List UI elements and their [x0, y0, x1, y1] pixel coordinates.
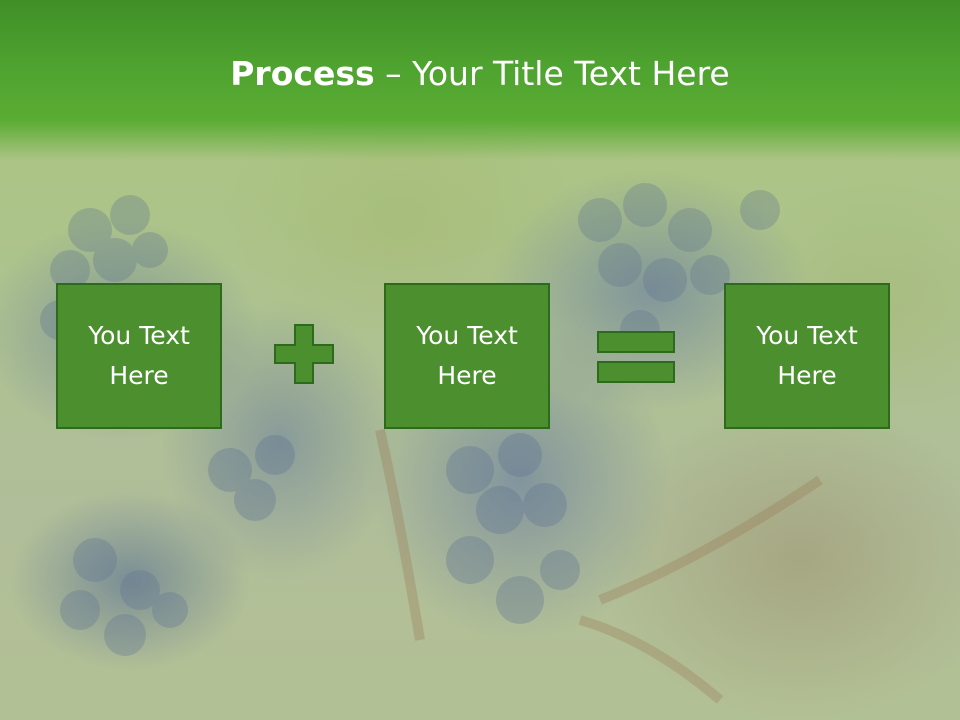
title-bar — [0, 0, 960, 160]
plus-icon — [274, 324, 334, 384]
equals-icon — [597, 331, 675, 383]
process-box-3: You Text Here — [724, 283, 890, 429]
title-rest: – Your Title Text Here — [374, 54, 730, 93]
title-bold: Process — [230, 54, 375, 93]
slide-title: Process – Your Title Text Here — [0, 52, 960, 96]
process-box-1: You Text Here — [56, 283, 222, 429]
process-box-2: You Text Here — [384, 283, 550, 429]
